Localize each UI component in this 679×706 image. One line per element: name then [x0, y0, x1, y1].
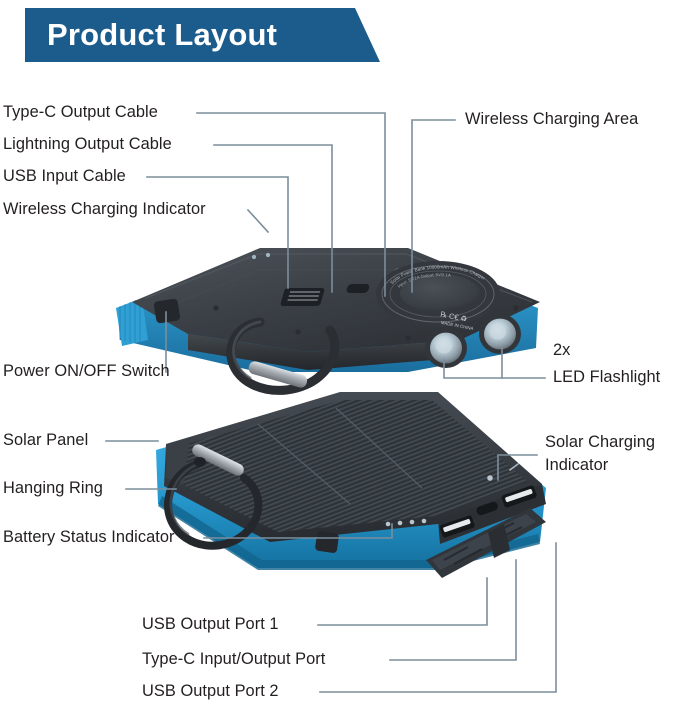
label-solar-charging-indicator-line2: Indicator — [545, 456, 609, 474]
hanging-ring-eyelet — [194, 457, 206, 467]
label-type-c-input-output-port: Type-C Input/Output Port — [142, 650, 326, 668]
label-usb-input-cable: USB Input Cable — [3, 167, 126, 185]
page-title: Product Layout — [47, 17, 278, 52]
usb-output-port-1 — [439, 515, 475, 538]
label-led-flashlight-count: 2x — [553, 341, 571, 359]
label-type-c-output-cable: Type-C Output Cable — [3, 103, 158, 121]
screws — [213, 305, 519, 341]
usb-output-port-2 — [501, 485, 537, 508]
banner-shape — [25, 8, 380, 62]
header-banner: Product Layout — [25, 8, 380, 62]
label-power-on-off-switch: Power ON/OFF Switch — [3, 362, 170, 380]
device-front-bezel — [188, 334, 460, 370]
carabiner-top — [226, 317, 340, 395]
label-led-flashlight: LED Flashlight — [553, 368, 661, 386]
label-hanging-ring: Hanging Ring — [3, 479, 103, 497]
svg-text:MADE IN CHINA: MADE IN CHINA — [440, 320, 474, 331]
indicator-led-2 — [265, 252, 271, 258]
lightning-port — [346, 284, 370, 293]
led-flashlight-right — [479, 314, 521, 354]
label-solar-charging-indicator-line1: Solar Charging — [545, 433, 656, 451]
power-switch[interactable] — [153, 298, 180, 324]
label-solar-panel: Solar Panel — [3, 431, 89, 449]
solar-panel — [178, 400, 528, 532]
solar-device-power-button[interactable] — [315, 531, 340, 554]
solar-cell-dividers — [257, 407, 423, 505]
label-wireless-charging-area: Wireless Charging Area — [465, 110, 639, 128]
label-wireless-charging-indicator: Wireless Charging Indicator — [3, 200, 206, 218]
device-image-solar-power-bank — [156, 392, 546, 578]
label-usb-output-port-2: USB Output Port 2 — [142, 682, 279, 700]
indicator-led-1 — [251, 254, 257, 260]
led-flashlight-left — [425, 328, 467, 368]
label-usb-output-port-1: USB Output Port 1 — [142, 615, 279, 633]
usb-input-port — [280, 288, 325, 306]
type-c-input-output-port — [476, 501, 498, 516]
carabiner-ring — [164, 444, 263, 550]
label-battery-status-indicator: Battery Status Indicator — [3, 528, 175, 546]
device-image-wireless-power-bank: Solar Power Bank 10000mAh Wireless Charg… — [116, 248, 540, 395]
label-lightning-output-cable: Lightning Output Cable — [3, 135, 172, 153]
